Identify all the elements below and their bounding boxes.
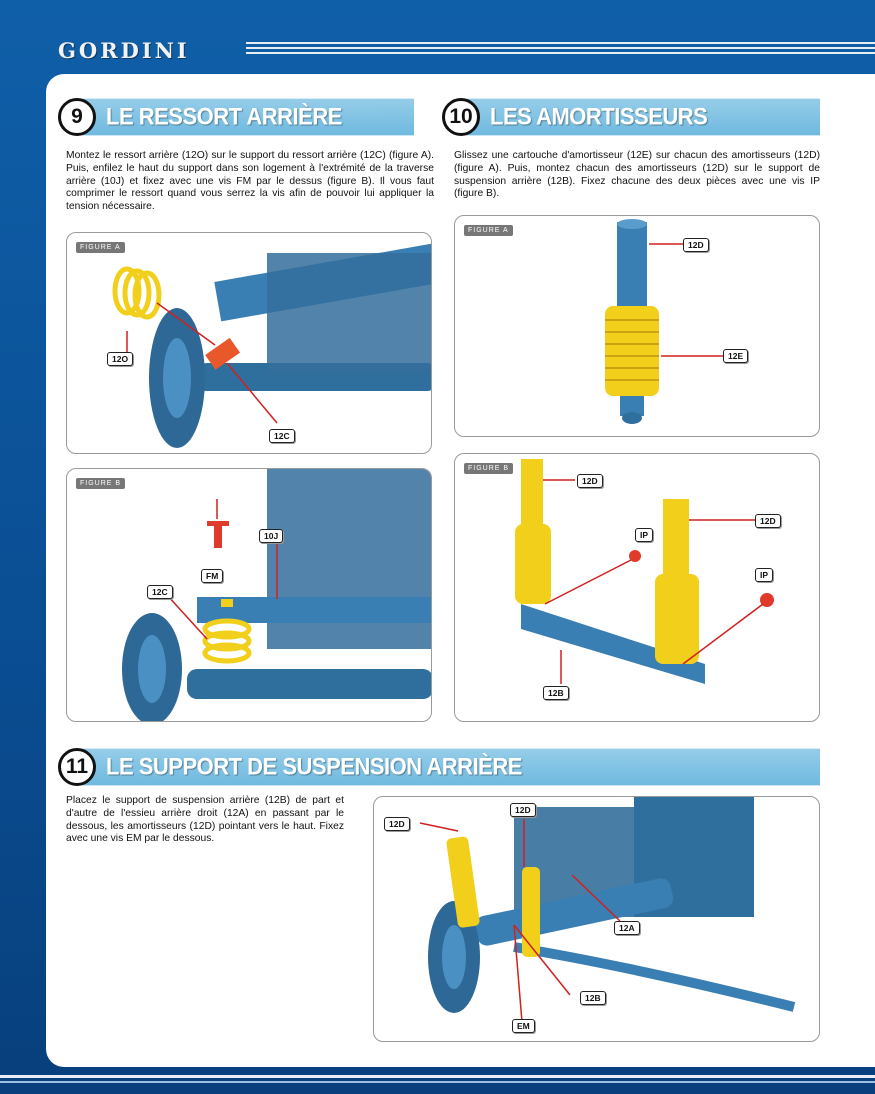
section-11-title: LE SUPPORT DE SUSPENSION ARRIÈRE	[82, 748, 820, 786]
callout-12D: 12D	[577, 474, 603, 488]
figure-11: 12D 12D 12A 12B EM	[373, 796, 820, 1042]
figure-10a-illustration	[605, 219, 723, 424]
step-number-9: 9	[58, 98, 96, 136]
figure-label: FIGURE B	[464, 463, 514, 474]
figure-label: FIGURE A	[76, 242, 125, 253]
section-11-header: 11 LE SUPPORT DE SUSPENSION ARRIÈRE	[58, 748, 820, 786]
figure-9a-illustration	[112, 243, 431, 448]
callout-10J: 10J	[259, 529, 284, 543]
callout-FM: FM	[201, 569, 224, 583]
callout-12D: 12D	[510, 803, 536, 817]
callout-12C: 12C	[147, 585, 173, 599]
page-sheet: 9 LE RESSORT ARRIÈRE Montez le ressort a…	[46, 74, 875, 1067]
section-10-text: Glissez une cartouche d'amortisseur (12E…	[454, 150, 820, 200]
figure-10b: FIGURE B 12D 12D IP IP 12B	[454, 453, 820, 722]
figure-10b-illustration	[515, 459, 774, 684]
callout-12D: 12D	[384, 817, 410, 831]
gordini-logo: GORDINI	[58, 38, 190, 63]
section-9-title: LE RESSORT ARRIÈRE	[82, 98, 414, 136]
figure-9a: FIGURE A 12O 12C	[66, 232, 432, 454]
footer-rule	[0, 1075, 875, 1078]
step-number-11: 11	[58, 748, 96, 786]
callout-12B: 12B	[543, 686, 569, 700]
section-9-text: Montez le ressort arrière (12O) sur le s…	[66, 150, 434, 213]
section-9-header: 9 LE RESSORT ARRIÈRE	[58, 98, 414, 136]
figure-9b: FIGURE B FM 10J 12C	[66, 468, 432, 722]
section-10-title: LES AMORTISSEURS	[466, 98, 820, 136]
footer-rule-secondary	[0, 1081, 875, 1083]
callout-12E: 12E	[723, 349, 749, 363]
callout-12A: 12A	[614, 921, 640, 935]
section-10-header: 10 LES AMORTISSEURS	[442, 98, 820, 136]
callout-IP: IP	[755, 568, 774, 582]
figure-label: FIGURE A	[464, 225, 513, 236]
callout-IP: IP	[635, 528, 654, 542]
figure-9b-illustration	[122, 469, 431, 721]
section-11-text: Placez le support de suspension arrière …	[66, 795, 344, 845]
header-rule	[246, 42, 875, 62]
figure-11-illustration	[419, 797, 796, 1032]
callout-12B: 12B	[580, 991, 606, 1005]
callout-12O: 12O	[107, 352, 134, 366]
figure-label: FIGURE B	[76, 478, 126, 489]
step-number-10: 10	[442, 98, 480, 136]
callout-12D: 12D	[755, 514, 781, 528]
callout-12C: 12C	[269, 429, 295, 443]
figure-10a: FIGURE A 12D 12E	[454, 215, 820, 437]
callout-EM: EM	[512, 1019, 535, 1033]
callout-12D: 12D	[683, 238, 709, 252]
